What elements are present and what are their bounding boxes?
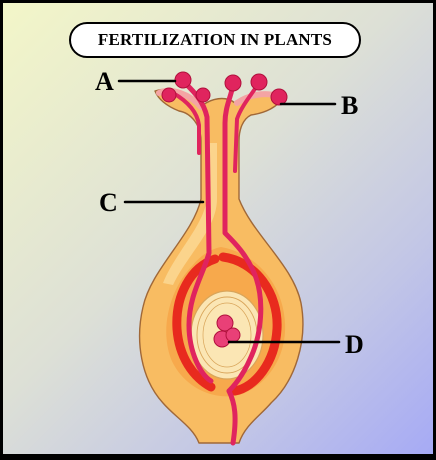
pistil-illustration bbox=[117, 71, 341, 446]
diagram-canvas: FERTILIZATION IN PLANTS bbox=[3, 3, 433, 454]
pollen-grain-6 bbox=[270, 88, 288, 106]
pollen-grain-2 bbox=[161, 87, 177, 103]
polar-nucleus bbox=[225, 327, 241, 343]
diagram-title: FERTILIZATION IN PLANTS bbox=[97, 30, 333, 49]
embryo-sac-ring-inner bbox=[202, 302, 252, 368]
pollen-grain-1 bbox=[174, 71, 192, 89]
label-c: C bbox=[99, 188, 118, 217]
label-a: A bbox=[95, 67, 114, 96]
pollen-grain-3 bbox=[195, 87, 211, 103]
label-d: D bbox=[345, 330, 364, 359]
pollen-grain-4 bbox=[224, 74, 242, 92]
label-b: B bbox=[341, 91, 359, 120]
ovule-integument bbox=[172, 252, 282, 396]
egg-cell bbox=[216, 314, 234, 332]
title-box: FERTILIZATION IN PLANTS bbox=[69, 22, 361, 58]
micropyle-tube bbox=[226, 388, 238, 446]
pollen-tube-far-left bbox=[171, 91, 201, 155]
pollen-tube-center bbox=[222, 82, 264, 394]
pollen-grain-5 bbox=[250, 73, 268, 91]
